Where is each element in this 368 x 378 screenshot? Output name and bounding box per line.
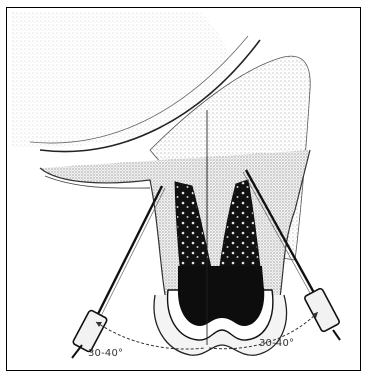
- root-trunk: [178, 266, 264, 290]
- left-instrument: [72, 186, 165, 358]
- left-angle-label: 30-40°: [88, 348, 123, 359]
- right-angle-label: 30-40°: [259, 338, 294, 349]
